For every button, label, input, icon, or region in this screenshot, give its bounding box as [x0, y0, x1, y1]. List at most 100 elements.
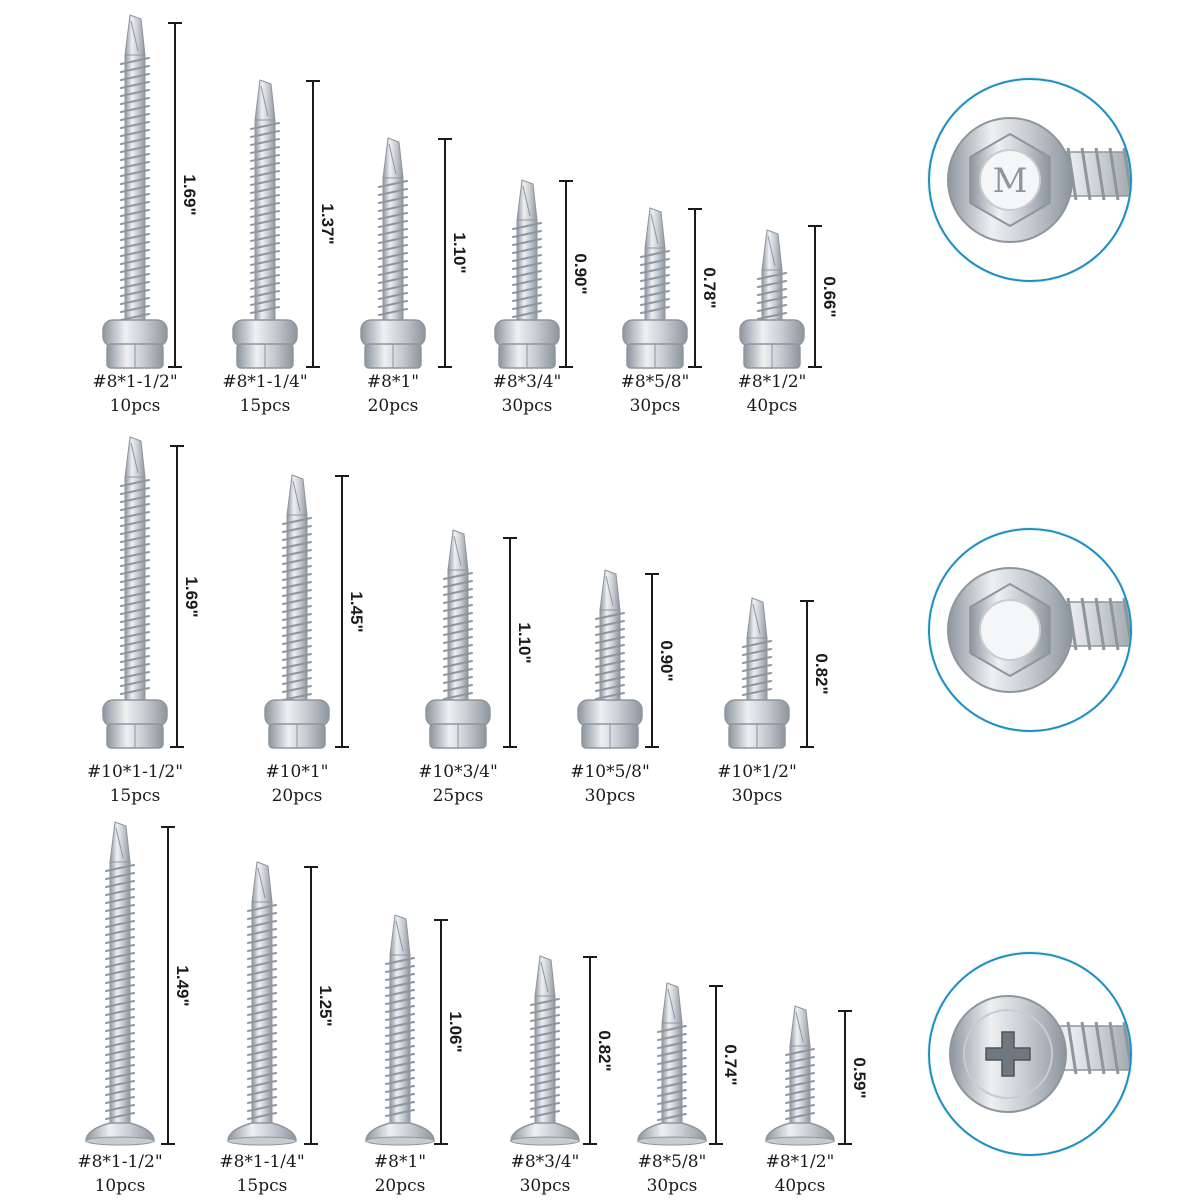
screw-label: #10*1/2" 30pcs — [692, 760, 822, 808]
screw-label: #8*5/8"30pcs — [590, 370, 720, 418]
dimension-line — [335, 475, 349, 748]
screw-label: #8*3/4" 30pcs — [480, 1150, 610, 1198]
dimension-line — [438, 138, 452, 368]
length-dimension: 0.90" — [657, 639, 676, 682]
dimension-line — [583, 956, 597, 1145]
screw-label: #8*1-1/4" 15pcs — [200, 370, 330, 418]
dimension-line — [559, 180, 573, 368]
screw-quantity: 20pcs — [374, 1176, 426, 1196]
screw-hex-head-10-2 — [260, 474, 334, 749]
screw-label: #8*1/2" 40pcs — [735, 1150, 865, 1198]
screw-quantity: 15pcs — [239, 396, 291, 416]
screw-size: #8*1-1/4" — [219, 1152, 305, 1172]
screw-hex-head-8-3 — [356, 137, 430, 369]
screw-size: #10*5/8" — [570, 762, 650, 782]
screw-size: #8*3/4" — [510, 1152, 580, 1172]
length-dimension: 1.10" — [450, 232, 469, 274]
length-dimension: 1.45" — [347, 590, 366, 633]
screw-size: #8*1/2" — [765, 1152, 835, 1172]
length-dimension: 1.69" — [182, 575, 201, 618]
screw-quantity: 25pcs — [432, 786, 484, 806]
dimension-line — [503, 537, 517, 748]
screw-quantity: 20pcs — [367, 396, 419, 416]
screw-size: #8*5/8" — [637, 1152, 707, 1172]
dimension-line — [688, 208, 702, 368]
dimension-line — [161, 826, 175, 1145]
length-dimension: 1.37" — [318, 203, 337, 245]
screw-quantity: 30pcs — [646, 1176, 698, 1196]
screw-quantity: 30pcs — [629, 396, 681, 416]
length-dimension: 0.59" — [850, 1056, 869, 1099]
dimension-line — [800, 600, 814, 748]
screw-size: #8*3/4" — [492, 372, 562, 392]
screw-truss-head-8-3 — [361, 914, 439, 1146]
screw-size: #8*1-1/4" — [222, 372, 308, 392]
screw-size: #10*3/4" — [418, 762, 498, 782]
screw-quantity: 30pcs — [584, 786, 636, 806]
screw-truss-head-8-6 — [761, 1005, 839, 1146]
screw-quantity: 15pcs — [236, 1176, 288, 1196]
screw-hex-head-10-5 — [720, 597, 794, 749]
screw-hex-head-8-1 — [98, 14, 172, 369]
hex-head-marked-icon: M — [928, 78, 1132, 282]
screw-size: #8*1/2" — [737, 372, 807, 392]
screw-label: #8*1" 20pcs — [335, 1150, 465, 1198]
screw-size: #8*1" — [366, 372, 420, 392]
screw-quantity: 20pcs — [271, 786, 323, 806]
screw-truss-head-8-1 — [81, 821, 159, 1146]
head-marking-text: M — [993, 161, 1028, 201]
length-dimension: 1.49" — [173, 964, 192, 1007]
length-dimension: 1.10" — [515, 621, 534, 664]
screw-label: #8*1-1/2"10pcs — [70, 370, 200, 418]
dimension-line — [838, 1010, 852, 1145]
screw-quantity: 15pcs — [109, 786, 161, 806]
screw-label: #8*5/8" 30pcs — [607, 1150, 737, 1198]
dimension-line — [645, 573, 659, 748]
screw-truss-head-8-4 — [506, 955, 584, 1146]
length-dimension: 0.82" — [812, 653, 831, 695]
length-dimension: 0.82" — [595, 1029, 614, 1072]
screw-quantity: 30pcs — [501, 396, 553, 416]
screw-quantity: 30pcs — [519, 1176, 571, 1196]
screw-hex-head-10-4 — [573, 569, 647, 749]
screw-hex-head-8-5 — [618, 207, 692, 369]
length-dimension: 0.78" — [700, 267, 719, 309]
dimension-line — [306, 80, 320, 368]
screw-quantity: 40pcs — [746, 396, 798, 416]
length-dimension: 0.74" — [721, 1044, 740, 1086]
dimension-line — [434, 919, 448, 1145]
screw-label: #10*3/4" 25pcs — [393, 760, 523, 808]
screw-label: #8*1/2" 40pcs — [707, 370, 837, 418]
length-dimension: 0.66" — [820, 275, 839, 318]
screw-size: #8*1-1/2" — [92, 372, 178, 392]
dimension-line — [170, 445, 184, 748]
screw-label: #8*1-1/4" 15pcs — [197, 1150, 327, 1198]
screw-hex-head-10-1 — [98, 436, 172, 749]
length-dimension: 1.06" — [446, 1011, 465, 1053]
dimension-line — [304, 866, 318, 1145]
dimension-line — [709, 985, 723, 1145]
screw-size: #8*1" — [373, 1152, 427, 1172]
screw-quantity: 10pcs — [94, 1176, 146, 1196]
length-dimension: 0.90" — [571, 253, 590, 295]
screw-quantity: 30pcs — [731, 786, 783, 806]
screw-label: #8*3/4" 30pcs — [462, 370, 592, 418]
screw-hex-head-8-4 — [490, 179, 564, 369]
screw-hex-head-8-2 — [228, 79, 302, 369]
screw-label: #8*1-1/2" 10pcs — [55, 1150, 185, 1198]
screw-size: #8*1-1/2" — [77, 1152, 163, 1172]
dimension-line — [808, 225, 822, 368]
hex-head-plain-icon — [928, 528, 1132, 732]
phillips-truss-head-icon — [928, 952, 1132, 1156]
screw-hex-head-8-6 — [735, 229, 809, 369]
screw-label: #10*1-1/2"15pcs — [70, 760, 200, 808]
screw-truss-head-8-5 — [633, 982, 711, 1146]
screw-size: #10*1" — [265, 762, 329, 782]
screw-truss-head-8-2 — [223, 861, 301, 1146]
length-dimension: 1.25" — [316, 984, 335, 1027]
screw-hex-head-10-3 — [421, 529, 495, 749]
screw-quantity: 40pcs — [774, 1176, 826, 1196]
screw-size: #10*1/2" — [717, 762, 797, 782]
screw-label: #10*5/8" 30pcs — [545, 760, 675, 808]
